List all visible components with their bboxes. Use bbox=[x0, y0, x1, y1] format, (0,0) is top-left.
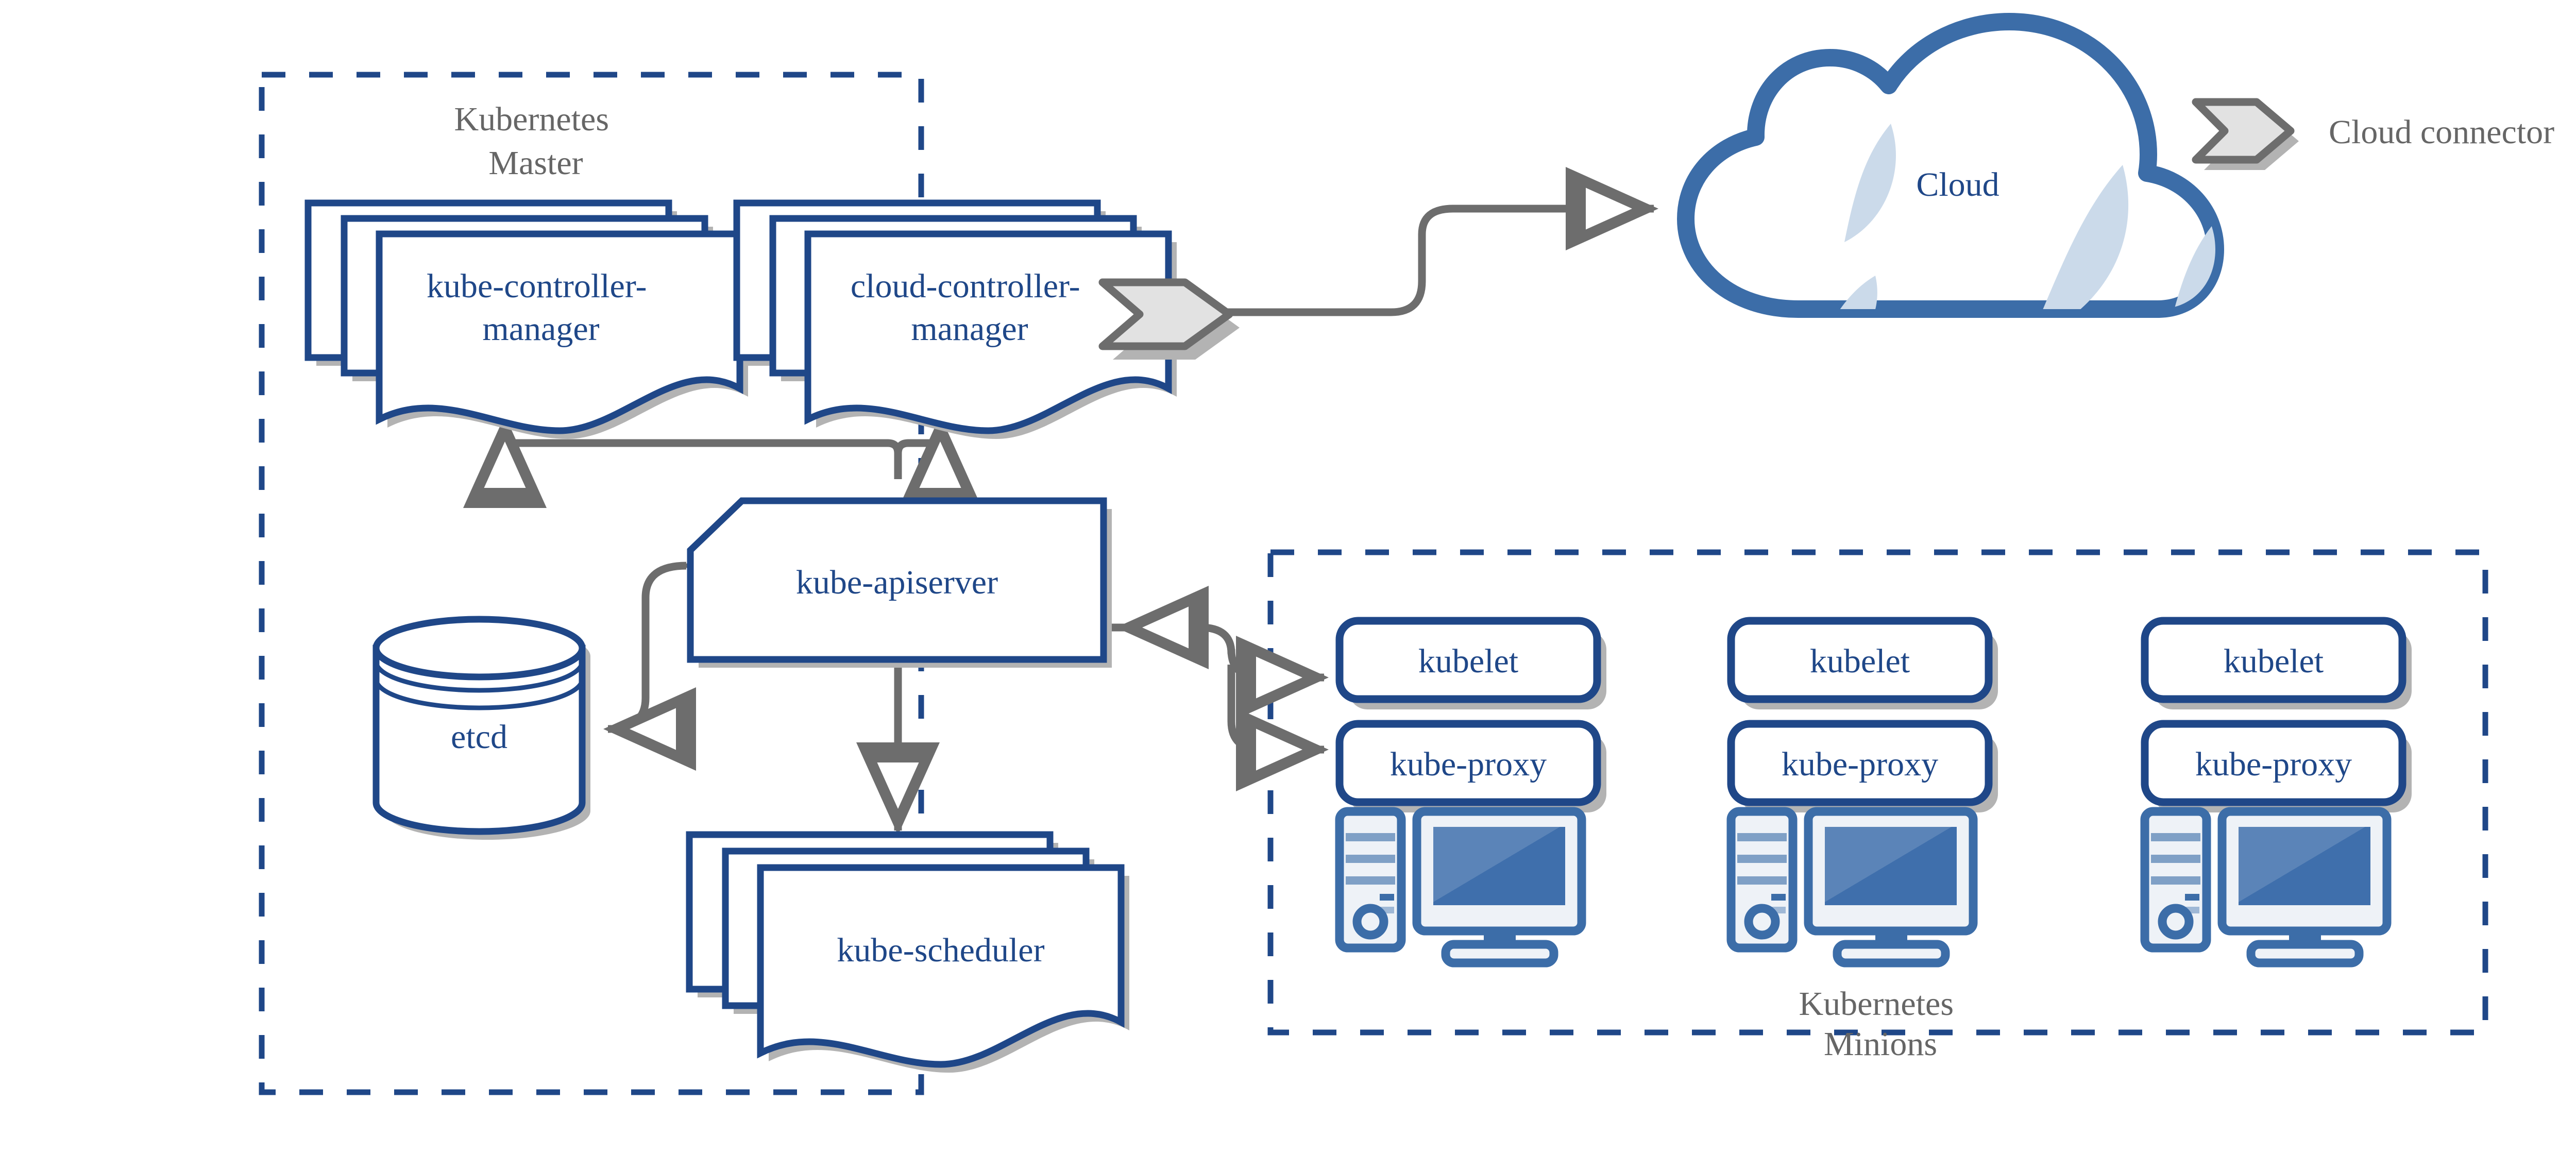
node-label-kubelet: kubelet bbox=[1810, 642, 1910, 680]
minion-3: kubelet kube-proxy bbox=[2140, 617, 2412, 968]
node-kubelet-1[interactable]: kubelet bbox=[1335, 617, 1606, 709]
desktop-computer-icon bbox=[2140, 807, 2392, 968]
connector-apiserver-to-etcd bbox=[603, 523, 775, 771]
group-box-master bbox=[259, 72, 924, 1095]
legend-label-cloud-connector: Cloud connector bbox=[2329, 113, 2554, 151]
node-label-cloud: Cloud bbox=[1916, 166, 1999, 204]
node-label-cloud-controller-manager: cloud-controller- manager bbox=[851, 267, 1089, 348]
node-kube-scheduler[interactable]: kube-scheduler bbox=[686, 831, 1129, 1073]
node-label-kube-proxy: kube-proxy bbox=[2195, 745, 2352, 783]
node-label-kubelet: kubelet bbox=[2224, 642, 2324, 680]
cloud-connector-icon[interactable] bbox=[1098, 278, 1240, 360]
cylinder-rim-2 bbox=[374, 679, 585, 710]
group-label-minions: Kubernetes Minions bbox=[1799, 985, 1962, 1063]
node-label-kube-controller-manager: kube-controller- manager bbox=[427, 267, 655, 348]
cloud-shape bbox=[1677, 13, 2224, 318]
node-label-kube-scheduler: kube-scheduler bbox=[837, 931, 1044, 969]
group-label-master: Kubernetes Master bbox=[454, 100, 617, 182]
doc-sheet-front bbox=[804, 230, 1172, 434]
node-label-kube-apiserver: kube-apiserver bbox=[796, 564, 998, 601]
connector-apiserver-to-cloud-controller-manager bbox=[894, 415, 982, 508]
connectors-layer bbox=[463, 167, 1659, 836]
cylinder-rim-1 bbox=[374, 661, 585, 693]
node-kubelet-3[interactable]: kubelet bbox=[2141, 617, 2412, 709]
node-label-kube-proxy: kube-proxy bbox=[1782, 745, 1938, 783]
node-kube-apiserver[interactable]: kube-apiserver bbox=[687, 497, 1112, 668]
node-label-etcd: etcd bbox=[451, 718, 507, 756]
connector-apiserver-to-minion-kubelet bbox=[1108, 623, 1329, 719]
desktop-computer-icon bbox=[1726, 807, 1978, 968]
node-label-kube-proxy: kube-proxy bbox=[1390, 745, 1547, 783]
doc-sheet-front bbox=[376, 230, 743, 434]
node-label-kubelet: kubelet bbox=[1418, 642, 1518, 680]
node-kubelet-2[interactable]: kubelet bbox=[1727, 617, 1998, 709]
node-kube-controller-manager[interactable]: kube-controller- manager bbox=[304, 199, 748, 439]
desktop-computer-icon bbox=[1335, 807, 1586, 968]
node-kube-proxy-3[interactable]: kube-proxy bbox=[2141, 720, 2412, 812]
legend-chevron-connector-icon bbox=[2192, 98, 2299, 170]
doc-sheet-front bbox=[757, 864, 1125, 1068]
node-etcd[interactable]: etcd bbox=[372, 616, 590, 840]
connector-apiserver-to-minion-kube-proxy bbox=[1227, 665, 1329, 791]
node-kube-proxy-1[interactable]: kube-proxy bbox=[1335, 720, 1606, 812]
connector-cloud-connector-to-cloud bbox=[1216, 167, 1659, 316]
node-kube-proxy-2[interactable]: kube-proxy bbox=[1727, 720, 1998, 812]
minion-1: kubelet kube-proxy bbox=[1335, 617, 1606, 968]
legend-cloud-connector: Cloud connector bbox=[2192, 98, 2554, 170]
group-box-minions bbox=[1267, 549, 2488, 1036]
minion-2: kubelet kube-proxy bbox=[1726, 617, 1998, 968]
cloud-accents bbox=[1808, 124, 2215, 309]
node-cloud-controller-manager[interactable]: cloud-controller- manager bbox=[733, 199, 1177, 439]
node-cloud[interactable]: Cloud bbox=[1677, 13, 2224, 376]
